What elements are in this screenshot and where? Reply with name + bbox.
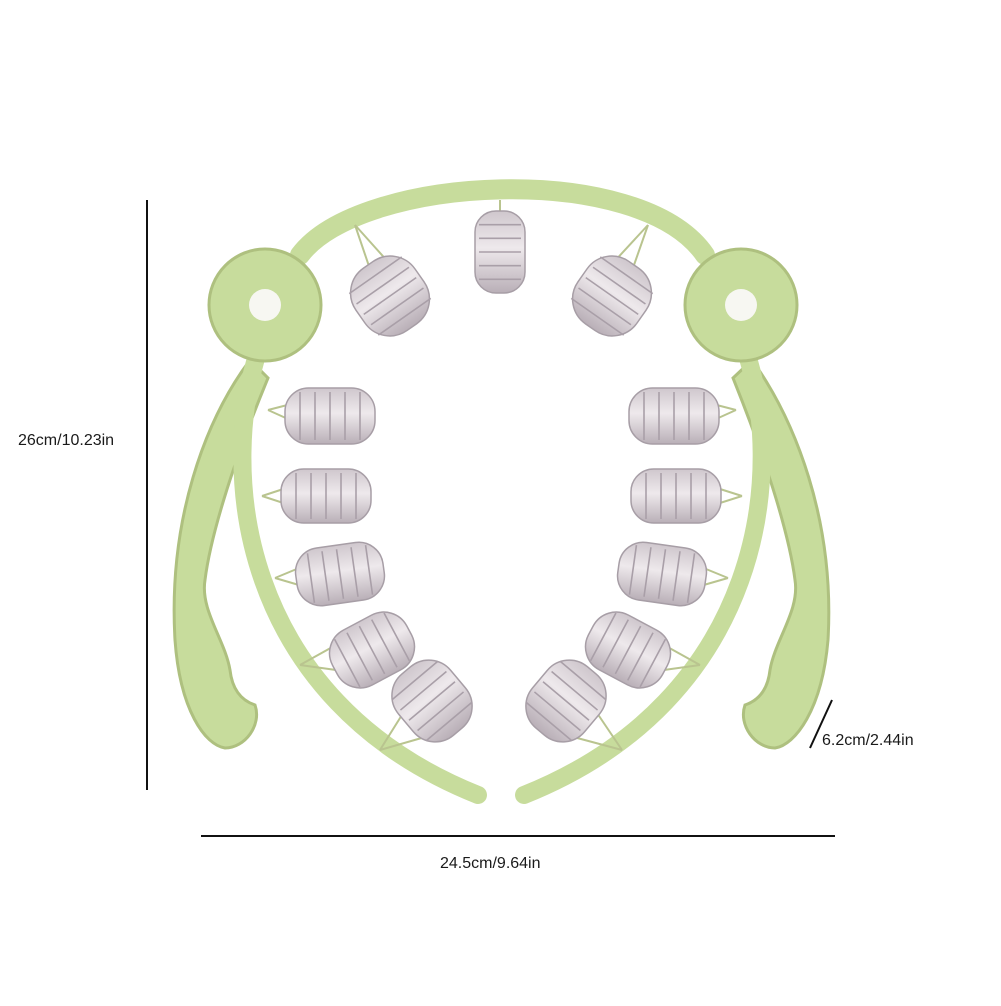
roller-ridge [370, 287, 424, 326]
roller-ridge [542, 681, 590, 721]
right-handle [731, 357, 831, 750]
massage-roller [267, 387, 376, 445]
roller-body [280, 468, 372, 524]
massage-roller [584, 611, 701, 689]
thickness-dimension-line [809, 699, 833, 749]
roller-body [348, 255, 432, 337]
roller-ridge [533, 691, 581, 732]
width-label: 24.5cm/9.64in [440, 855, 541, 872]
roller-ridge [639, 638, 667, 688]
roller-ridge [643, 547, 652, 597]
massage-roller [525, 659, 623, 751]
roller-ridge [348, 256, 403, 295]
roller-ridge [417, 691, 465, 732]
roller-ridge [592, 266, 646, 305]
height-label: 26cm/10.23in [18, 432, 115, 449]
roller-body [525, 659, 607, 743]
roller-ridge [363, 276, 417, 316]
massage-roller [274, 541, 386, 607]
massage-roller [570, 224, 654, 337]
roller-ridge [585, 276, 639, 316]
roller-body [328, 611, 416, 689]
massage-roller [616, 541, 729, 607]
roller-ridge [358, 625, 386, 675]
roller-ridge [335, 549, 345, 599]
roller-ridge [364, 545, 374, 595]
roller-body [570, 255, 654, 337]
roller-ridge [346, 632, 374, 681]
roller-ridge [370, 619, 398, 668]
roller-ridge [383, 612, 411, 662]
roller-ridge [589, 612, 617, 662]
roller-ridge [578, 287, 632, 326]
roller-body [391, 659, 473, 743]
roller-ridge [599, 256, 654, 295]
roller-body [294, 541, 386, 607]
roller-ridge [602, 619, 630, 668]
roller-ridge [672, 551, 681, 601]
massage-roller [261, 468, 372, 524]
massage-roller [474, 200, 526, 294]
massage-roller [348, 224, 432, 337]
roller-ridge [408, 681, 456, 721]
roller-ridge [686, 553, 696, 603]
roller-ridge [350, 547, 359, 597]
roller-ridge [321, 551, 330, 601]
roller-group [261, 200, 743, 751]
upper-arc [290, 179, 715, 265]
roller-ridge [626, 632, 654, 681]
massage-roller [628, 387, 737, 445]
roller-body [630, 468, 722, 524]
roller-body [284, 387, 376, 445]
roller-body [474, 210, 526, 294]
roller-ridge [306, 553, 316, 603]
thickness-label: 6.2cm/2.44in [822, 732, 914, 749]
roller-ridge [391, 660, 439, 701]
roller-ridge [628, 545, 638, 595]
roller-ridge [614, 625, 642, 675]
roller-ridge [333, 638, 361, 688]
roller-ridge [559, 660, 607, 701]
massage-roller [630, 468, 743, 524]
roller-ridge [657, 549, 667, 599]
roller-ridge [570, 297, 625, 336]
left-joint-hole [249, 289, 281, 321]
roller-body [628, 387, 720, 445]
roller-body [584, 611, 672, 689]
roller-ridge [551, 670, 599, 711]
roller-ridge [525, 701, 573, 742]
massage-roller [299, 611, 416, 689]
roller-ridge [377, 297, 432, 336]
roller-ridge [399, 670, 447, 711]
roller-ridge [425, 701, 473, 742]
massage-roller [379, 659, 473, 751]
right-joint-hole [725, 289, 757, 321]
roller-body [616, 541, 708, 607]
left-handle [172, 357, 270, 750]
roller-ridge [356, 266, 410, 305]
